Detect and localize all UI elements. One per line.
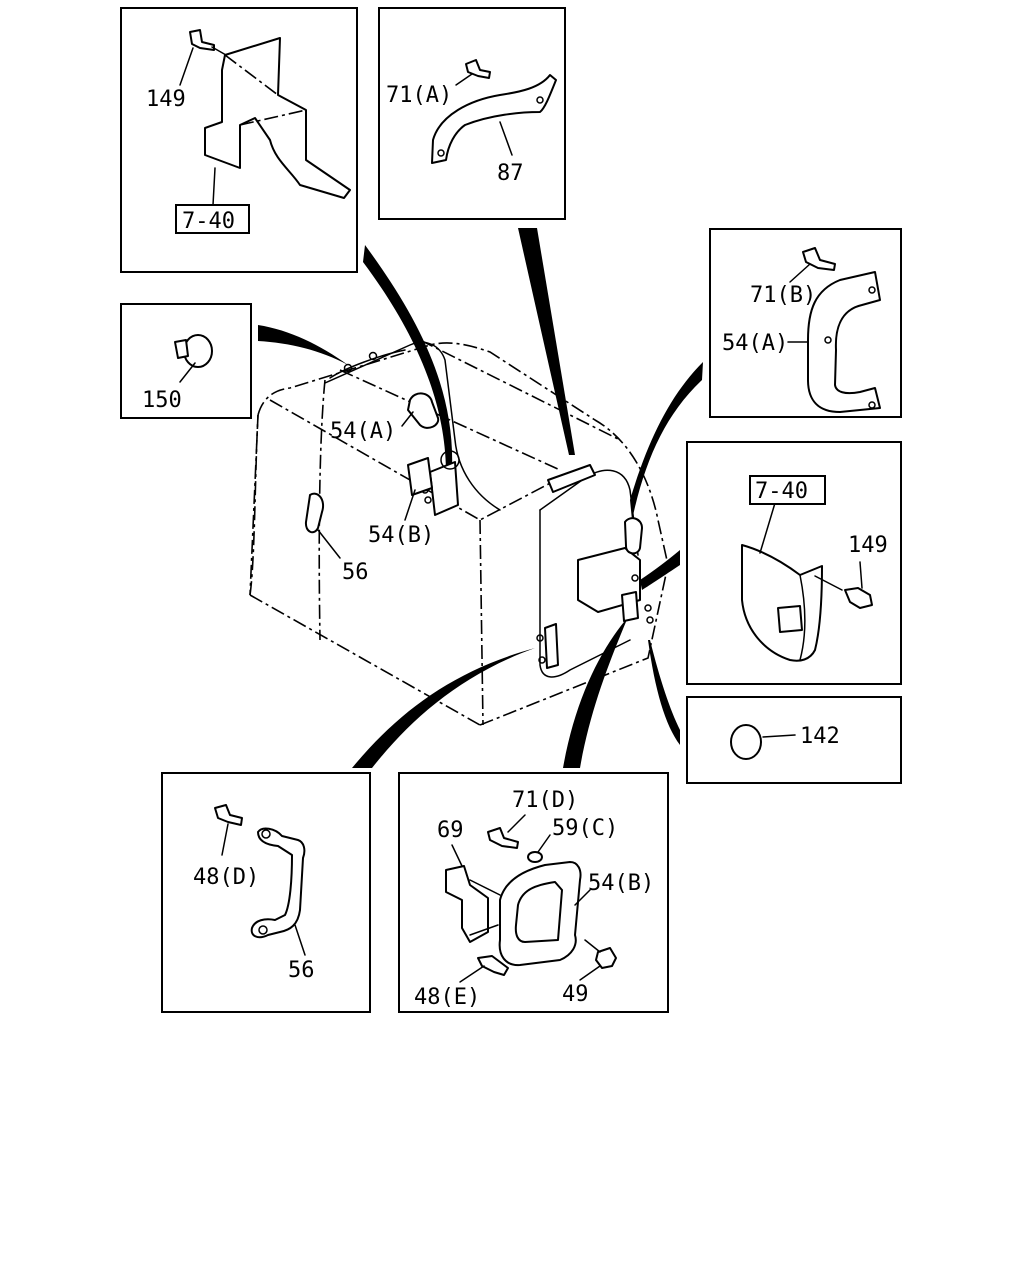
screw-48d-icon [214,804,243,826]
wedge-bottom-middle [563,617,628,768]
nut-49-icon [595,947,617,969]
label-49: 49 [562,982,589,1007]
body-handle-56 [304,492,324,534]
body-bracket-right [621,591,639,622]
label-149-right: 149 [848,533,888,558]
wedge-bottom-left [352,648,535,768]
label-56-detail: 56 [288,958,315,983]
label-54b-main: 54(B) [368,523,434,548]
cab-body [249,339,669,726]
label-142: 142 [800,724,840,749]
body-handle-54a [407,392,440,429]
handle-54a-part [787,247,881,413]
body-handle-lower [544,623,559,669]
grab-handle-87-part [431,59,557,164]
label-69: 69 [437,818,464,843]
clip-150-icon [174,339,189,359]
plug-142-part [730,724,796,760]
detail-box-plug-142 [686,696,902,784]
leader-wedges [258,228,703,768]
wedge-left [258,325,348,365]
label-54a-main: 54(A) [330,419,396,444]
screw-71b-icon [802,247,836,271]
screw-149-right-icon [844,587,873,609]
washer-59c-icon [527,851,543,863]
label-7-40-top: 7-40 [182,209,235,234]
screw-71d-icon [487,827,519,849]
label-71b: 71(B) [750,283,816,308]
wedge-right-lower [648,640,680,745]
handle-54b-part [445,814,617,983]
bolt-48e-icon [477,955,509,976]
label-71d: 71(D) [512,788,578,813]
wedge-right-upper [630,362,703,520]
label-149-top: 149 [146,87,186,112]
label-48d: 48(D) [193,865,259,890]
plug-142-icon [730,724,762,760]
body-handle-top [547,464,596,493]
label-48e: 48(E) [414,985,480,1010]
trim-panel-part [175,29,351,234]
label-7-40-right: 7-40 [755,479,808,504]
grab-handle-56-part [214,804,306,956]
label-87: 87 [497,161,524,186]
label-56-main: 56 [342,560,369,585]
wedge-top-left [363,245,453,470]
label-150: 150 [142,388,182,413]
wedge-right-middle [640,550,680,590]
body-handle-54b [407,457,433,496]
callout-labels: 149 7-40 71(A) 87 150 54(A) 54(B) 56 71(… [142,83,888,1010]
label-54b-detail: 54(B) [588,871,654,896]
body-handle-right [624,517,643,555]
clip-150-part [174,334,213,383]
detail-box-grab-handle-56 [161,772,371,1013]
label-54a-detail: 54(A) [722,331,788,356]
label-71a: 71(A) [386,83,452,108]
trim-cover-part [741,475,873,662]
label-59c: 59(C) [552,816,618,841]
wedge-top-middle [518,228,575,455]
